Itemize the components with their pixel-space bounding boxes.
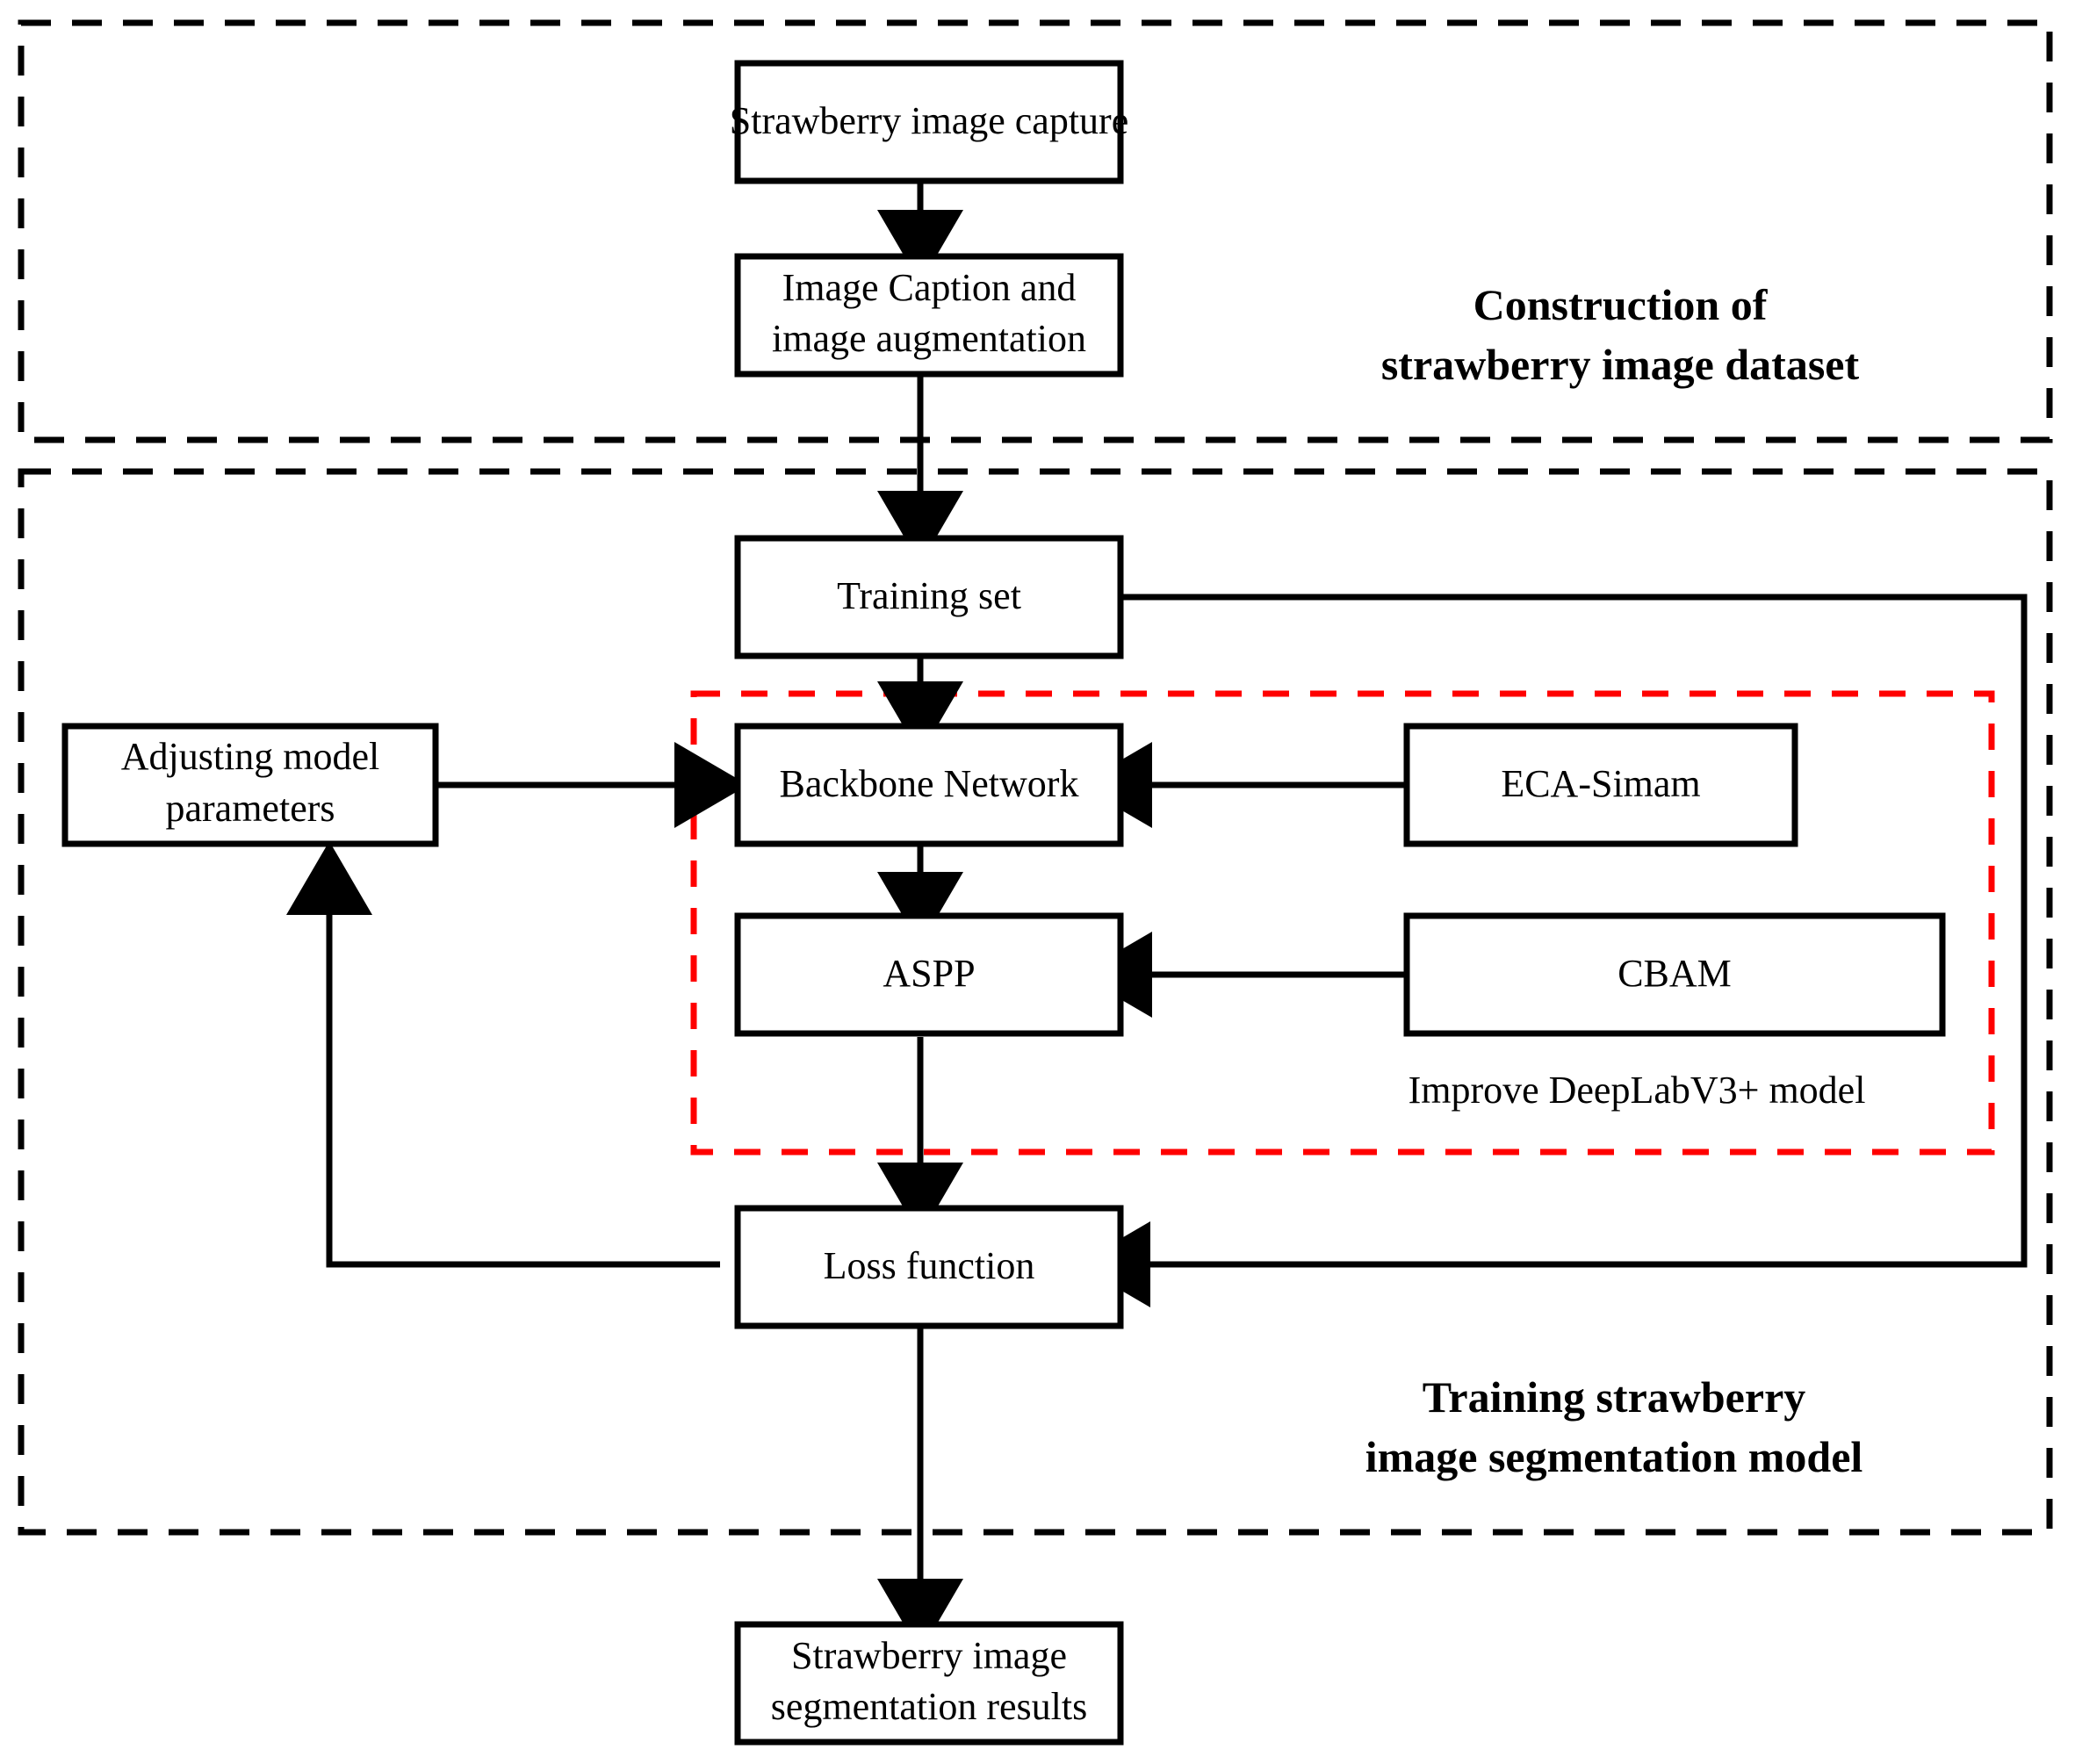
label-aspp: ASPP: [883, 952, 975, 995]
label-segmentation-results-line2: segmentation results: [771, 1685, 1088, 1728]
section-frame-model-training: [18, 468, 2053, 1536]
edge-training-set-to-loss-function: [1077, 594, 2028, 1307]
label-cbam: CBAM: [1617, 952, 1732, 995]
node-loss-function[interactable]: [734, 1205, 1124, 1329]
label-training-set: Training set: [837, 574, 1021, 617]
node-segmentation-results[interactable]: [734, 1621, 1124, 1746]
node-cbam[interactable]: [1403, 912, 1946, 1037]
label-eca-simam: ECA-Simam: [1501, 762, 1700, 805]
section-label-model-training-line2: image segmentation model: [1365, 1432, 1863, 1481]
label-image-caption-augmentation-line2: image augmentation: [772, 317, 1086, 360]
node-backbone-network[interactable]: [734, 723, 1124, 847]
node-strawberry-image-capture[interactable]: [734, 60, 1124, 184]
annotation-improve-deeplabv3-model: Improve DeepLabV3+ model: [1409, 1069, 1866, 1112]
node-image-caption-augmentation[interactable]: [734, 253, 1124, 378]
node-aspp[interactable]: [734, 912, 1124, 1037]
section-label-model-training-line1: Training strawberry: [1423, 1372, 1806, 1422]
label-strawberry-image-capture: Strawberry image capture: [730, 99, 1128, 142]
label-backbone-network: Backbone Network: [780, 762, 1079, 805]
section-label-dataset-construction-line2: strawberry image dataset: [1381, 340, 1860, 389]
label-loss-function: Loss function: [824, 1244, 1035, 1287]
label-adjusting-model-parameters-line2: parameters: [166, 787, 335, 830]
label-adjusting-model-parameters-line1: Adjusting model: [121, 735, 380, 778]
node-adjusting-model-parameters[interactable]: [61, 723, 439, 847]
label-segmentation-results-line1: Strawberry image: [791, 1634, 1067, 1677]
node-training-set[interactable]: [734, 535, 1124, 659]
node-eca-simam[interactable]: [1403, 723, 1798, 847]
section-label-dataset-construction-line1: Construction of: [1473, 280, 1769, 329]
label-image-caption-augmentation-line1: Image Caption and: [782, 266, 1077, 309]
edge-loss-function-to-adjusting-params: [286, 841, 720, 1268]
improved-model-frame: [690, 690, 1995, 1156]
